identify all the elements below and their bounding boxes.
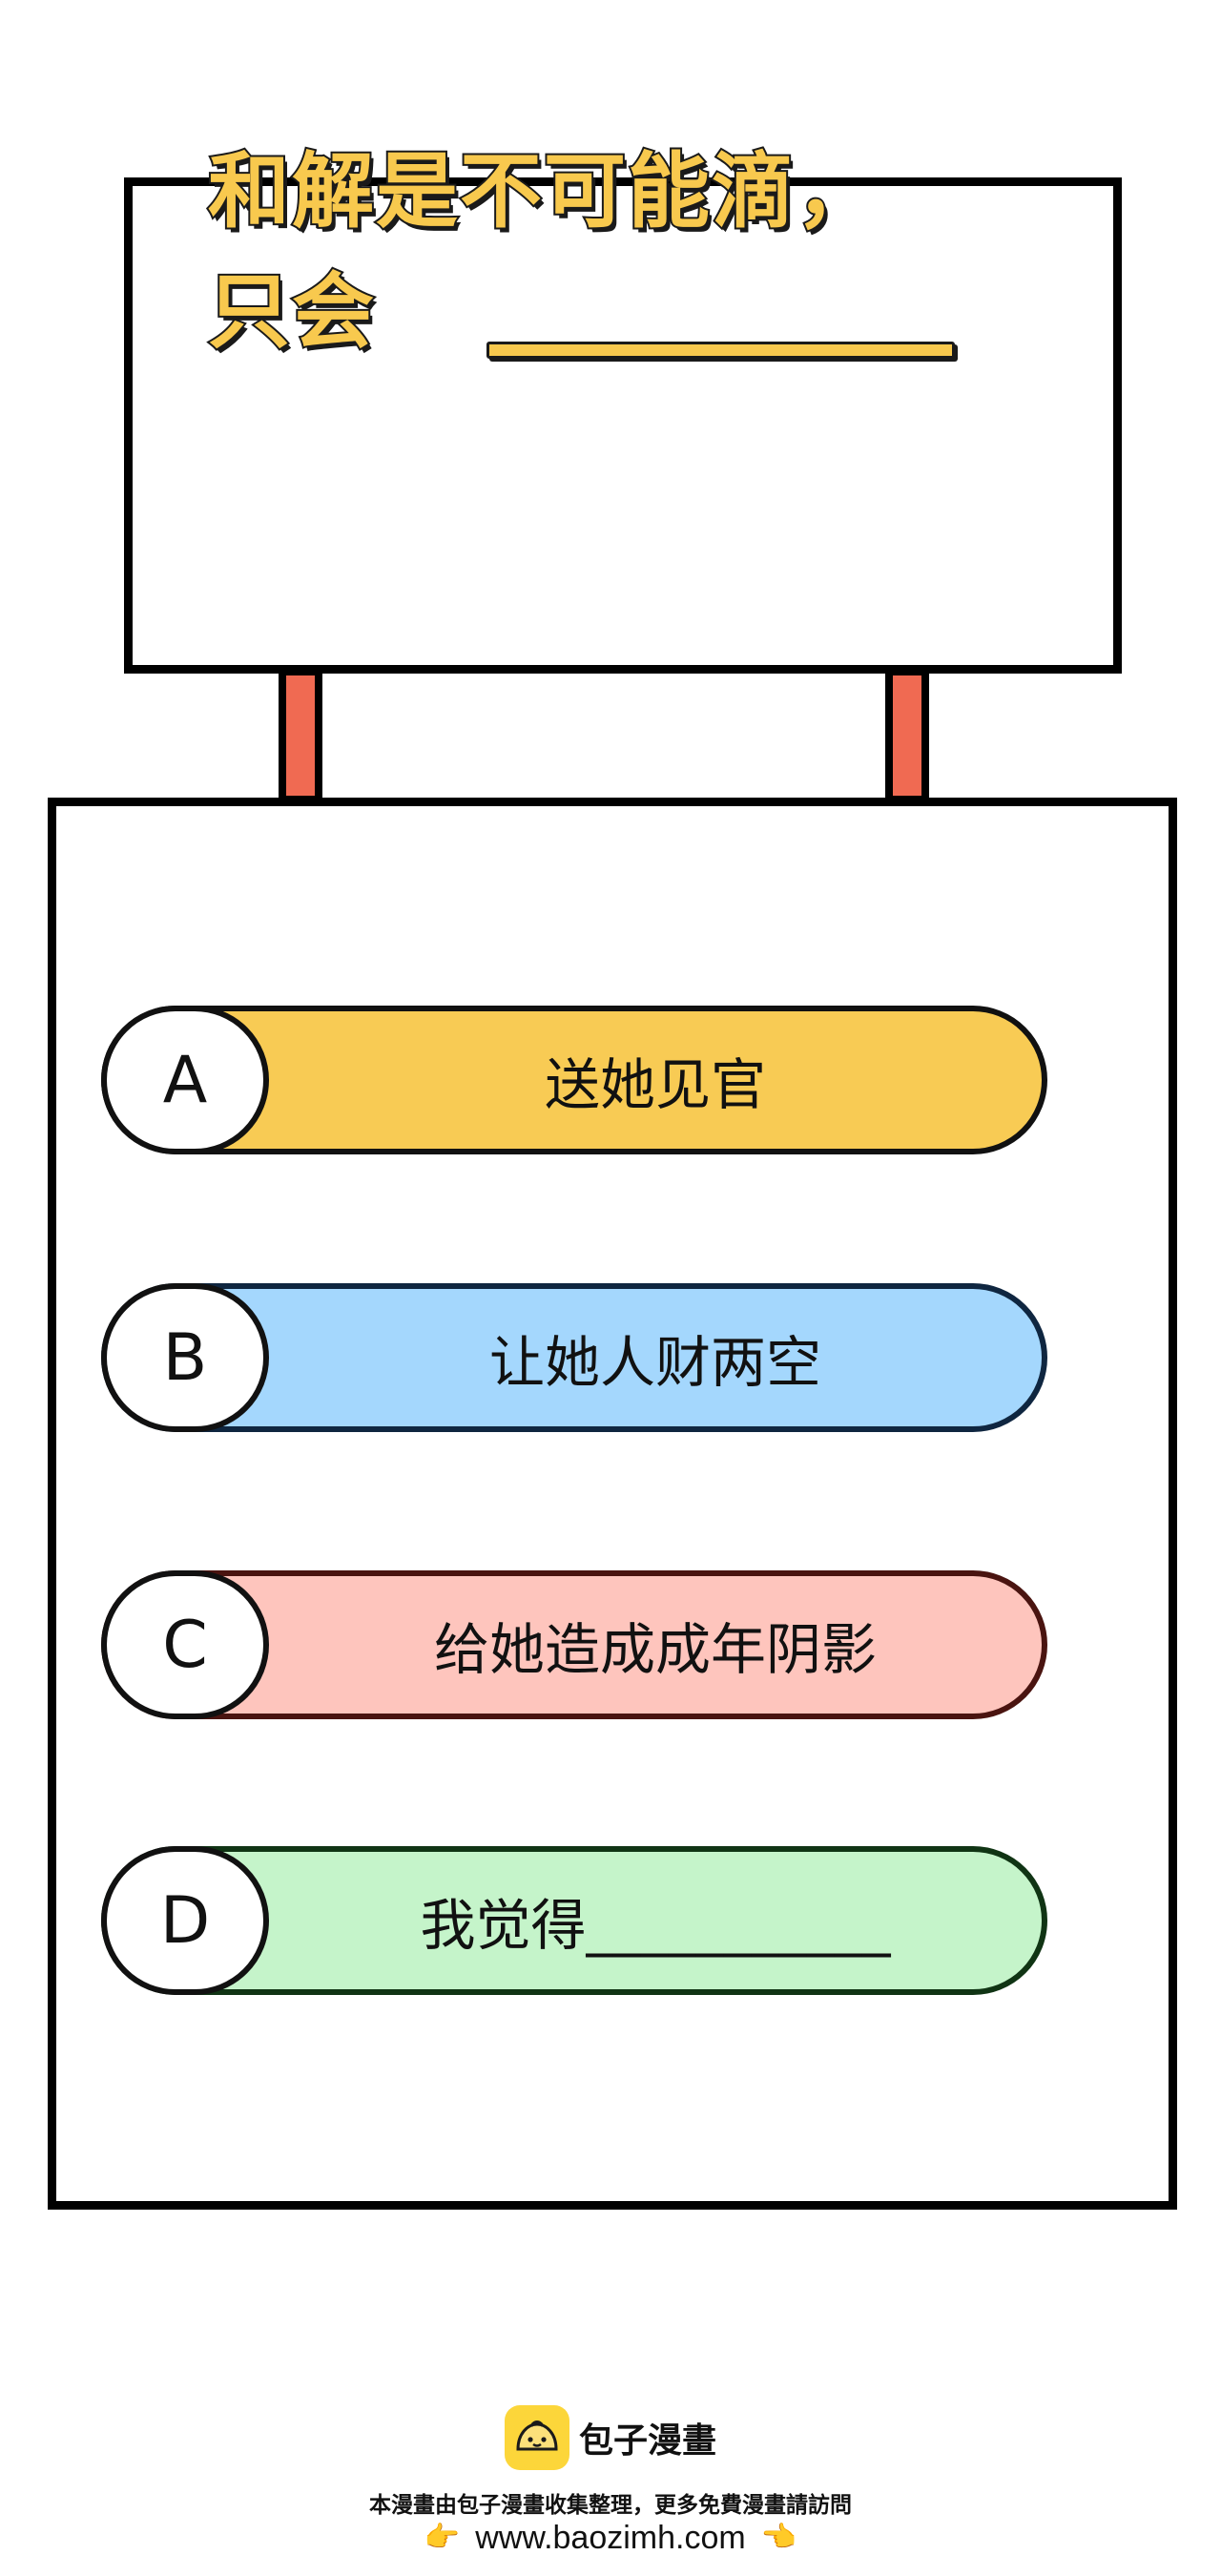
pointing-left-hand-icon: 👈 xyxy=(760,2521,797,2554)
option-text-c: 给她造成成年阴影 xyxy=(433,1617,877,1682)
option-letter-b: B xyxy=(101,1283,269,1432)
site-url-link[interactable]: www.baozimh.com xyxy=(475,2519,746,2556)
sign-post-right xyxy=(885,668,929,803)
site-name[interactable]: 包子漫畫 xyxy=(578,2421,716,2461)
option-letter-d: D xyxy=(101,1846,269,1995)
question-blank-underline xyxy=(486,342,955,359)
option-text-a: 送她见官 xyxy=(544,1052,766,1117)
option-c[interactable]: C 给她造成成年阴影 xyxy=(101,1570,1047,1719)
option-text-d: 我觉得___________ xyxy=(420,1893,891,1958)
option-d[interactable]: D 我觉得___________ xyxy=(101,1846,1047,1995)
sign-post-left xyxy=(279,668,322,803)
footer-logo-row: 包子漫畫 xyxy=(0,2404,1221,2471)
option-letter-a: A xyxy=(101,1006,269,1154)
option-letter-c: C xyxy=(101,1570,269,1719)
question-line-2: 只会 xyxy=(206,264,376,360)
option-b[interactable]: B 让她人财两空 xyxy=(101,1283,1047,1432)
question-line-1: 和解是不可能滴， xyxy=(206,144,880,239)
pointing-right-hand-icon: 👉 xyxy=(424,2521,461,2554)
option-a[interactable]: A 送她见官 xyxy=(101,1006,1047,1154)
footer-note: 本漫畫由包子漫畫收集整理，更多免費漫畫請訪問 xyxy=(369,2493,852,2518)
question-sign-board xyxy=(124,177,1122,674)
bun-face-icon[interactable] xyxy=(504,2405,569,2470)
footer-url-row: 👉 www.baozimh.com 👈 xyxy=(0,2519,1221,2557)
option-text-b: 让她人财两空 xyxy=(488,1330,821,1395)
